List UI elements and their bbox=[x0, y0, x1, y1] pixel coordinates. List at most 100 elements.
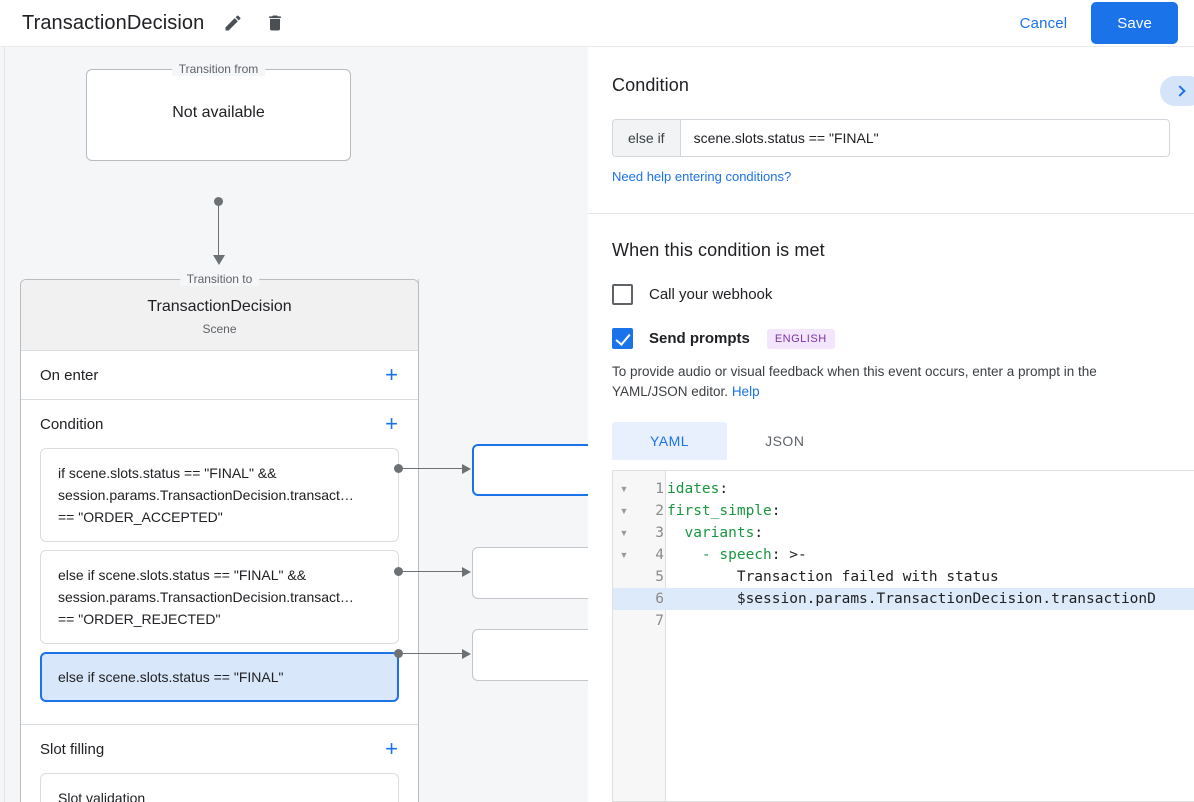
prompts-helper-text: To provide audio or visual feedback when… bbox=[612, 362, 1170, 402]
connector-arrow-cond-1 bbox=[462, 464, 471, 474]
transition-from-value: Not available bbox=[172, 104, 265, 121]
language-badge: ENGLISH bbox=[766, 328, 835, 349]
panel-heading-when-met: When this condition is met bbox=[612, 240, 825, 260]
condition-input[interactable] bbox=[680, 120, 1169, 156]
slot-validation-item[interactable]: Slot validation bbox=[40, 773, 399, 802]
connector-line-vertical bbox=[218, 205, 219, 258]
flow-canvas: Transition from Not available Transition… bbox=[0, 46, 588, 802]
add-slot-filling-button[interactable]: + bbox=[385, 736, 398, 761]
section-condition-title: Condition bbox=[40, 415, 104, 433]
connector-line-cond-1 bbox=[402, 468, 464, 469]
section-on-enter-header: On enter + bbox=[21, 351, 418, 399]
target-box-1[interactable] bbox=[472, 444, 588, 496]
line-number: 2 bbox=[655, 503, 664, 519]
condition-item-1[interactable]: if scene.slots.status == "FINAL" && sess… bbox=[40, 448, 399, 542]
code-text: first_simple: bbox=[667, 503, 781, 519]
condition-section: Condition else if Need help entering con… bbox=[588, 47, 1194, 186]
condition-item-2-line-1: else if scene.slots.status == "FINAL" && bbox=[58, 567, 307, 583]
section-slot-filling: Slot filling + Slot validation bbox=[21, 725, 418, 802]
section-slot-filling-header: Slot filling + bbox=[21, 725, 418, 773]
add-condition-button[interactable]: + bbox=[385, 411, 398, 436]
fold-toggle-icon[interactable]: ▼ bbox=[619, 484, 629, 494]
code-line-3[interactable]: ▼ 3 variants: bbox=[613, 522, 1194, 544]
connector-arrow-cond-2 bbox=[462, 567, 471, 577]
save-button[interactable]: Save bbox=[1091, 2, 1178, 44]
transition-to-header: Transition to TransactionDecision Scene bbox=[21, 272, 418, 351]
line-number: 6 bbox=[655, 591, 664, 607]
scene-card: Transition to TransactionDecision Scene … bbox=[20, 272, 419, 802]
code-text: $session.params.TransactionDecision.tran… bbox=[667, 591, 1156, 607]
trash-icon[interactable] bbox=[262, 10, 288, 36]
scene-subtitle: Scene bbox=[202, 322, 237, 336]
call-webhook-checkbox[interactable] bbox=[612, 284, 633, 305]
canvas-left-rule bbox=[4, 47, 5, 802]
condition-item-3[interactable]: else if scene.slots.status == "FINAL" bbox=[40, 652, 399, 702]
code-line-5[interactable]: 5 Transaction failed with status bbox=[613, 566, 1194, 588]
connector-dot-cond-1 bbox=[394, 464, 403, 473]
fold-spacer bbox=[613, 588, 635, 610]
section-slot-filling-title: Slot filling bbox=[40, 740, 105, 758]
prompts-help-link[interactable]: Help bbox=[731, 384, 760, 399]
code-text: - speech: >- bbox=[701, 547, 807, 563]
fold-toggle-icon[interactable]: ▼ bbox=[619, 506, 629, 516]
connector-arrow-cond-3 bbox=[462, 649, 471, 659]
condition-item-1-line-3: == "ORDER_ACCEPTED" bbox=[58, 509, 223, 525]
condition-item-2[interactable]: else if scene.slots.status == "FINAL" &&… bbox=[40, 550, 399, 644]
code-text: Transaction failed with status bbox=[667, 569, 999, 585]
target-box-2[interactable] bbox=[472, 547, 588, 599]
cancel-button[interactable]: Cancel bbox=[1008, 7, 1080, 40]
connector-dot-cond-2 bbox=[394, 567, 403, 576]
code-line-4[interactable]: ▼ 4 - speech: >- bbox=[613, 544, 1194, 566]
send-prompts-row[interactable]: Send prompts ENGLISH bbox=[612, 328, 1170, 349]
line-number: 5 bbox=[655, 569, 664, 585]
transition-to-legend: Transition to bbox=[179, 272, 260, 286]
send-prompts-checkbox[interactable] bbox=[612, 328, 633, 349]
when-condition-met-section: When this condition is met Call your web… bbox=[588, 214, 1194, 460]
condition-item-1-line-1: if scene.slots.status == "FINAL" && bbox=[58, 465, 277, 481]
target-box-3[interactable] bbox=[472, 629, 588, 681]
line-number: 4 bbox=[655, 547, 664, 563]
top-bar: TransactionDecision Cancel Save bbox=[0, 0, 1194, 46]
connector-dot-from bbox=[214, 197, 223, 206]
tab-json[interactable]: JSON bbox=[765, 433, 805, 449]
call-webhook-label: Call your webhook bbox=[649, 286, 773, 303]
fold-spacer bbox=[613, 610, 635, 632]
line-number: 1 bbox=[655, 481, 664, 497]
condition-item-1-line-2: session.params.TransactionDecision.trans… bbox=[58, 487, 354, 503]
fold-toggle-icon[interactable]: ▼ bbox=[619, 528, 629, 538]
pencil-icon[interactable] bbox=[220, 10, 246, 36]
section-condition: Condition + if scene.slots.status == "FI… bbox=[21, 400, 418, 725]
editor-format-tabs: YAML JSON bbox=[612, 422, 1170, 460]
add-on-enter-button[interactable]: + bbox=[385, 362, 398, 387]
code-text: variants: bbox=[684, 525, 764, 541]
connector-dot-cond-3 bbox=[394, 649, 403, 658]
condition-prefix-label: else if bbox=[613, 120, 681, 156]
condition-item-3-line-1: else if scene.slots.status == "FINAL" bbox=[58, 669, 284, 685]
code-line-6[interactable]: 6 $session.params.TransactionDecision.tr… bbox=[613, 588, 1194, 610]
connector-arrow-down bbox=[213, 255, 225, 265]
code-line-7[interactable]: 7 bbox=[613, 610, 1194, 632]
call-webhook-row[interactable]: Call your webhook bbox=[612, 284, 1170, 305]
trash-icon-glyph bbox=[269, 15, 282, 31]
section-condition-header: Condition + bbox=[21, 400, 418, 448]
section-on-enter: On enter + bbox=[21, 351, 418, 400]
prompts-helper-sentence: To provide audio or visual feedback when… bbox=[612, 364, 1097, 399]
transition-from-box: Transition from Not available bbox=[86, 62, 351, 161]
fold-toggle-icon[interactable]: ▼ bbox=[619, 550, 629, 560]
chevron-right-glyph bbox=[1174, 85, 1186, 97]
condition-item-2-line-2: session.params.TransactionDecision.trans… bbox=[58, 589, 354, 605]
tab-yaml[interactable]: YAML bbox=[612, 422, 728, 460]
condition-help-link[interactable]: Need help entering conditions? bbox=[612, 169, 792, 184]
panel-heading-condition: Condition bbox=[612, 75, 689, 95]
chevron-right-icon[interactable] bbox=[1160, 76, 1194, 106]
line-number: 3 bbox=[655, 525, 664, 541]
transition-from-legend: Transition from bbox=[171, 62, 266, 76]
line-number: 7 bbox=[655, 613, 664, 629]
condition-field-row: else if bbox=[612, 119, 1170, 157]
code-text: idates: bbox=[667, 481, 729, 497]
scene-title: TransactionDecision bbox=[147, 298, 292, 315]
page-title: TransactionDecision bbox=[22, 11, 205, 34]
